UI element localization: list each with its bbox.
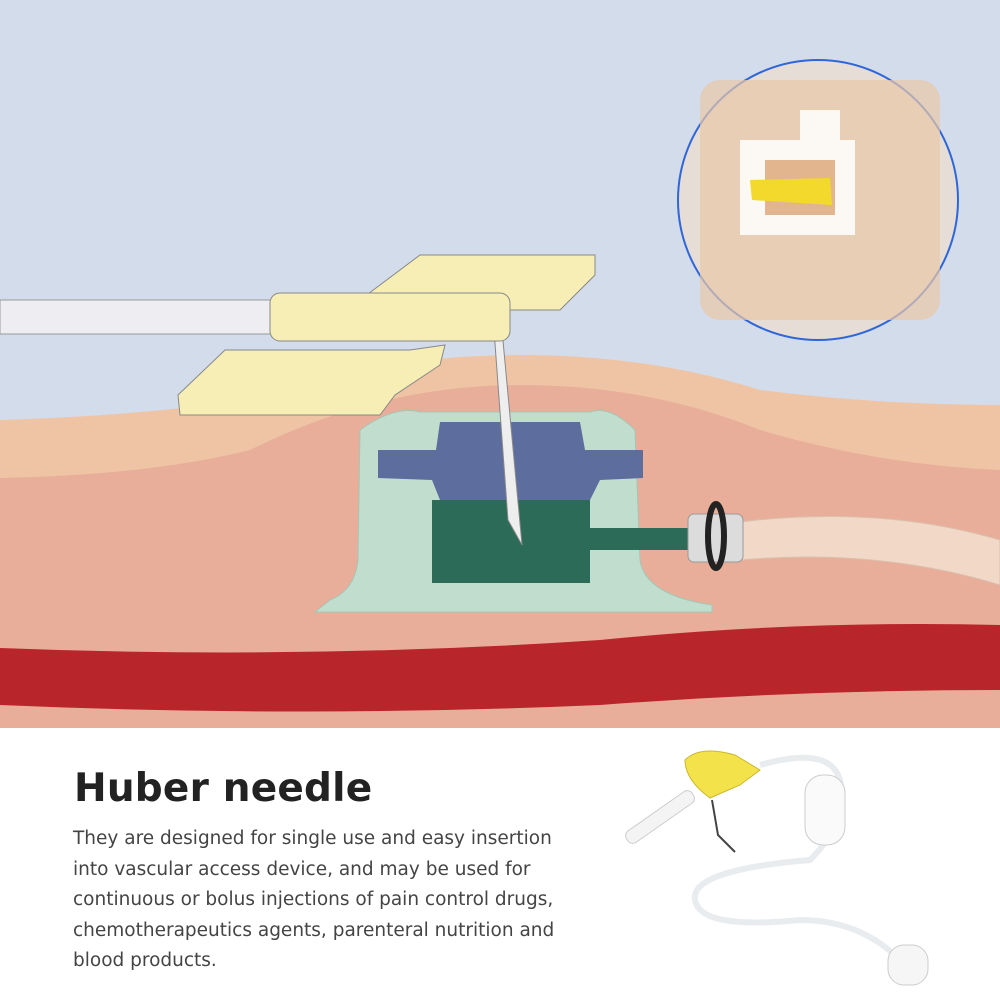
- huber-needle-product-photo: [625, 750, 929, 986]
- description-line: blood products.: [73, 950, 217, 971]
- outlet-ring: [705, 501, 727, 571]
- description-line: continuous or bolus injections of pain c…: [73, 889, 554, 910]
- description: They are designed for single use and eas…: [73, 824, 613, 977]
- description-line: They are designed for single use and eas…: [73, 828, 552, 849]
- description-line: into vascular access device, and may be …: [73, 858, 531, 880]
- needle-hub: [269, 292, 511, 342]
- outlet-connector: [687, 513, 744, 563]
- product-cap: [625, 790, 695, 844]
- outlet-tube: [739, 515, 1000, 586]
- port-chamber: [432, 500, 690, 583]
- huber-needle-port-illustration: [0, 0, 1000, 728]
- extension-tubing: [0, 299, 281, 335]
- product-luer-cap: [887, 944, 929, 986]
- product-clamp: [804, 774, 846, 846]
- needle-wing-front: [177, 344, 446, 416]
- inset-photo: [677, 59, 959, 341]
- heading: Huber needle: [74, 766, 373, 811]
- product-tubing: [691, 754, 903, 963]
- description-line: chemotherapeutics agents, parenteral nut…: [73, 919, 555, 941]
- product-wings: [684, 750, 761, 799]
- product-needle: [711, 799, 736, 853]
- blood-vessel: [0, 624, 1000, 712]
